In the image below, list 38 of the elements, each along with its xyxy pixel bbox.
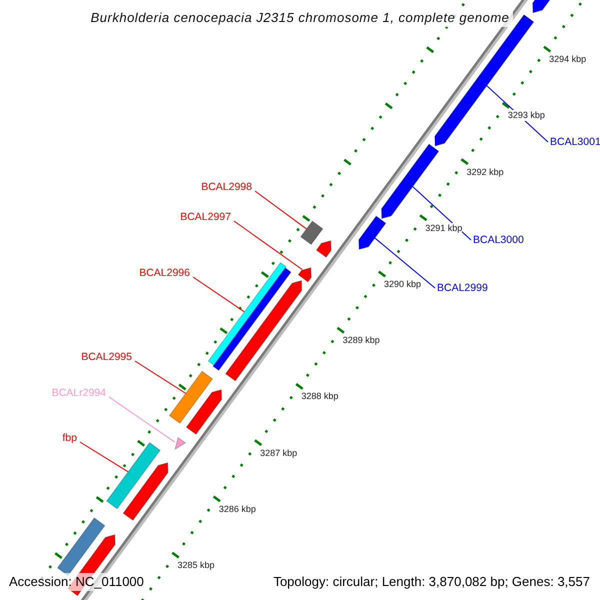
leader-line — [134, 360, 186, 394]
scale-label: 3286 kbp — [218, 504, 256, 515]
scale-label: 3294 kbp — [549, 54, 586, 66]
leader-line — [80, 442, 129, 472]
gene-label: BCAL3000 — [473, 233, 524, 247]
scale-label: 3285 kbp — [178, 560, 215, 572]
scale-label: 3291 kbp — [425, 222, 462, 234]
gene-label: BCAL2997 — [180, 210, 231, 224]
gene-label: BCAL2996 — [139, 266, 190, 280]
leader-line — [254, 190, 308, 230]
gene-block — [122, 462, 168, 521]
gene-block — [381, 144, 440, 220]
scale-label: 3293 kbp — [508, 110, 545, 122]
gene-block — [316, 240, 332, 258]
leader-line — [192, 276, 245, 312]
gene-label: BCAL2995 — [81, 350, 132, 364]
scale-label: 3289 kbp — [342, 335, 380, 346]
gene-label: fbp — [62, 431, 77, 445]
gene-block — [225, 280, 302, 382]
scale-label: 3290 kbp — [384, 279, 422, 290]
gene-label: BCAL2999 — [437, 281, 488, 295]
gene-block — [298, 267, 312, 282]
scale-label: 3287 kbp — [260, 448, 298, 459]
accession-text: Accession: NC_011000 — [7, 573, 146, 591]
leader-line — [108, 396, 176, 443]
leader-line — [234, 220, 303, 270]
gene-block — [358, 216, 386, 250]
feature-box — [300, 220, 324, 246]
gene-label: BCAL2998 — [201, 180, 252, 194]
gene-label: BCALr2994 — [52, 386, 106, 400]
scale-label: 3288 kbp — [301, 391, 338, 402]
feature-triangle — [174, 436, 186, 450]
gene-label: BCAL3001 — [550, 135, 600, 149]
gene-block — [186, 389, 222, 435]
leader-line — [374, 238, 436, 288]
scale-label: 3292 kbp — [466, 166, 504, 178]
feature-bar — [106, 442, 161, 510]
feature-bar — [168, 370, 214, 424]
